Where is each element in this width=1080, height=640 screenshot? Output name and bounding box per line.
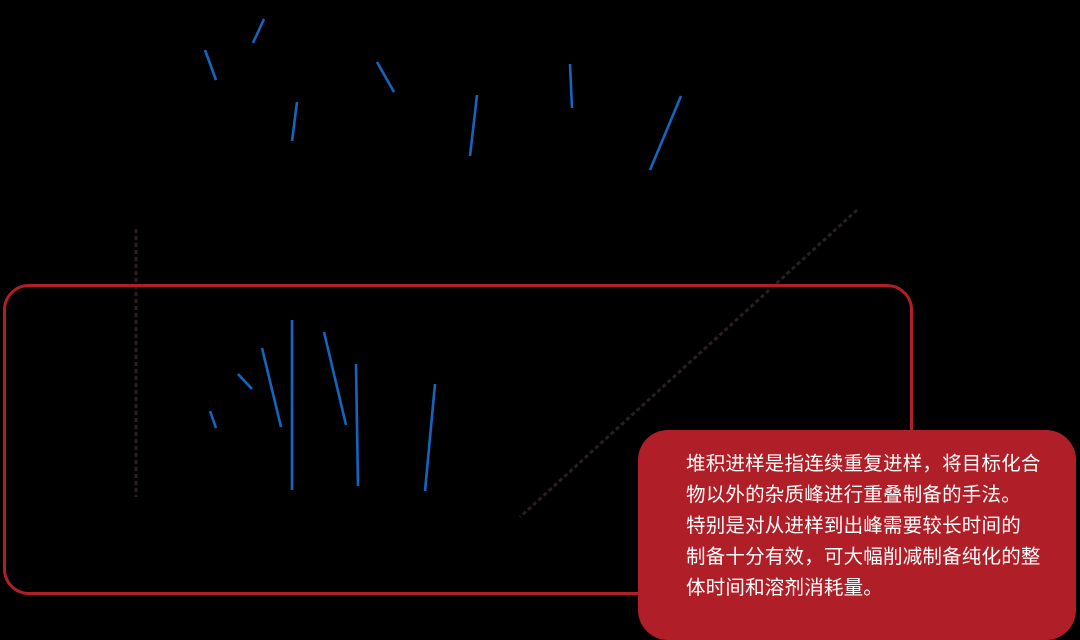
callout-line-3: 特别是对从进样到出峰需要较长时间的 bbox=[686, 514, 1021, 537]
blue-segment bbox=[375, 61, 396, 93]
blue-segment bbox=[423, 383, 437, 492]
blue-segment bbox=[203, 49, 218, 81]
blue-segment bbox=[260, 347, 283, 428]
blue-line-segments bbox=[203, 18, 683, 492]
callout-line-2: 物以外的杂质峰进行重叠制备的手法。 bbox=[686, 483, 1021, 506]
description-callout: 堆积进样是指连续重复进样，将目标化合 物以外的杂质峰进行重叠制备的手法。 特别是… bbox=[638, 430, 1076, 640]
blue-segment bbox=[322, 331, 348, 426]
blue-segment bbox=[568, 63, 574, 109]
diagonal-guide bbox=[518, 208, 859, 519]
blue-segment bbox=[237, 373, 253, 390]
blue-segment bbox=[354, 363, 360, 487]
blue-segment bbox=[648, 95, 683, 171]
blue-segment bbox=[468, 94, 479, 157]
blue-segment bbox=[290, 101, 299, 142]
blue-segment bbox=[251, 18, 266, 44]
dashed-guide-lines bbox=[134, 208, 859, 519]
callout-line-5: 体时间和溶剂消耗量。 bbox=[686, 576, 884, 599]
callout-line-1: 堆积进样是指连续重复进样，将目标化合 bbox=[686, 452, 1041, 475]
callout-line-4: 制备十分有效，可大幅削减制备纯化的整 bbox=[686, 545, 1041, 568]
blue-segment bbox=[208, 410, 218, 429]
